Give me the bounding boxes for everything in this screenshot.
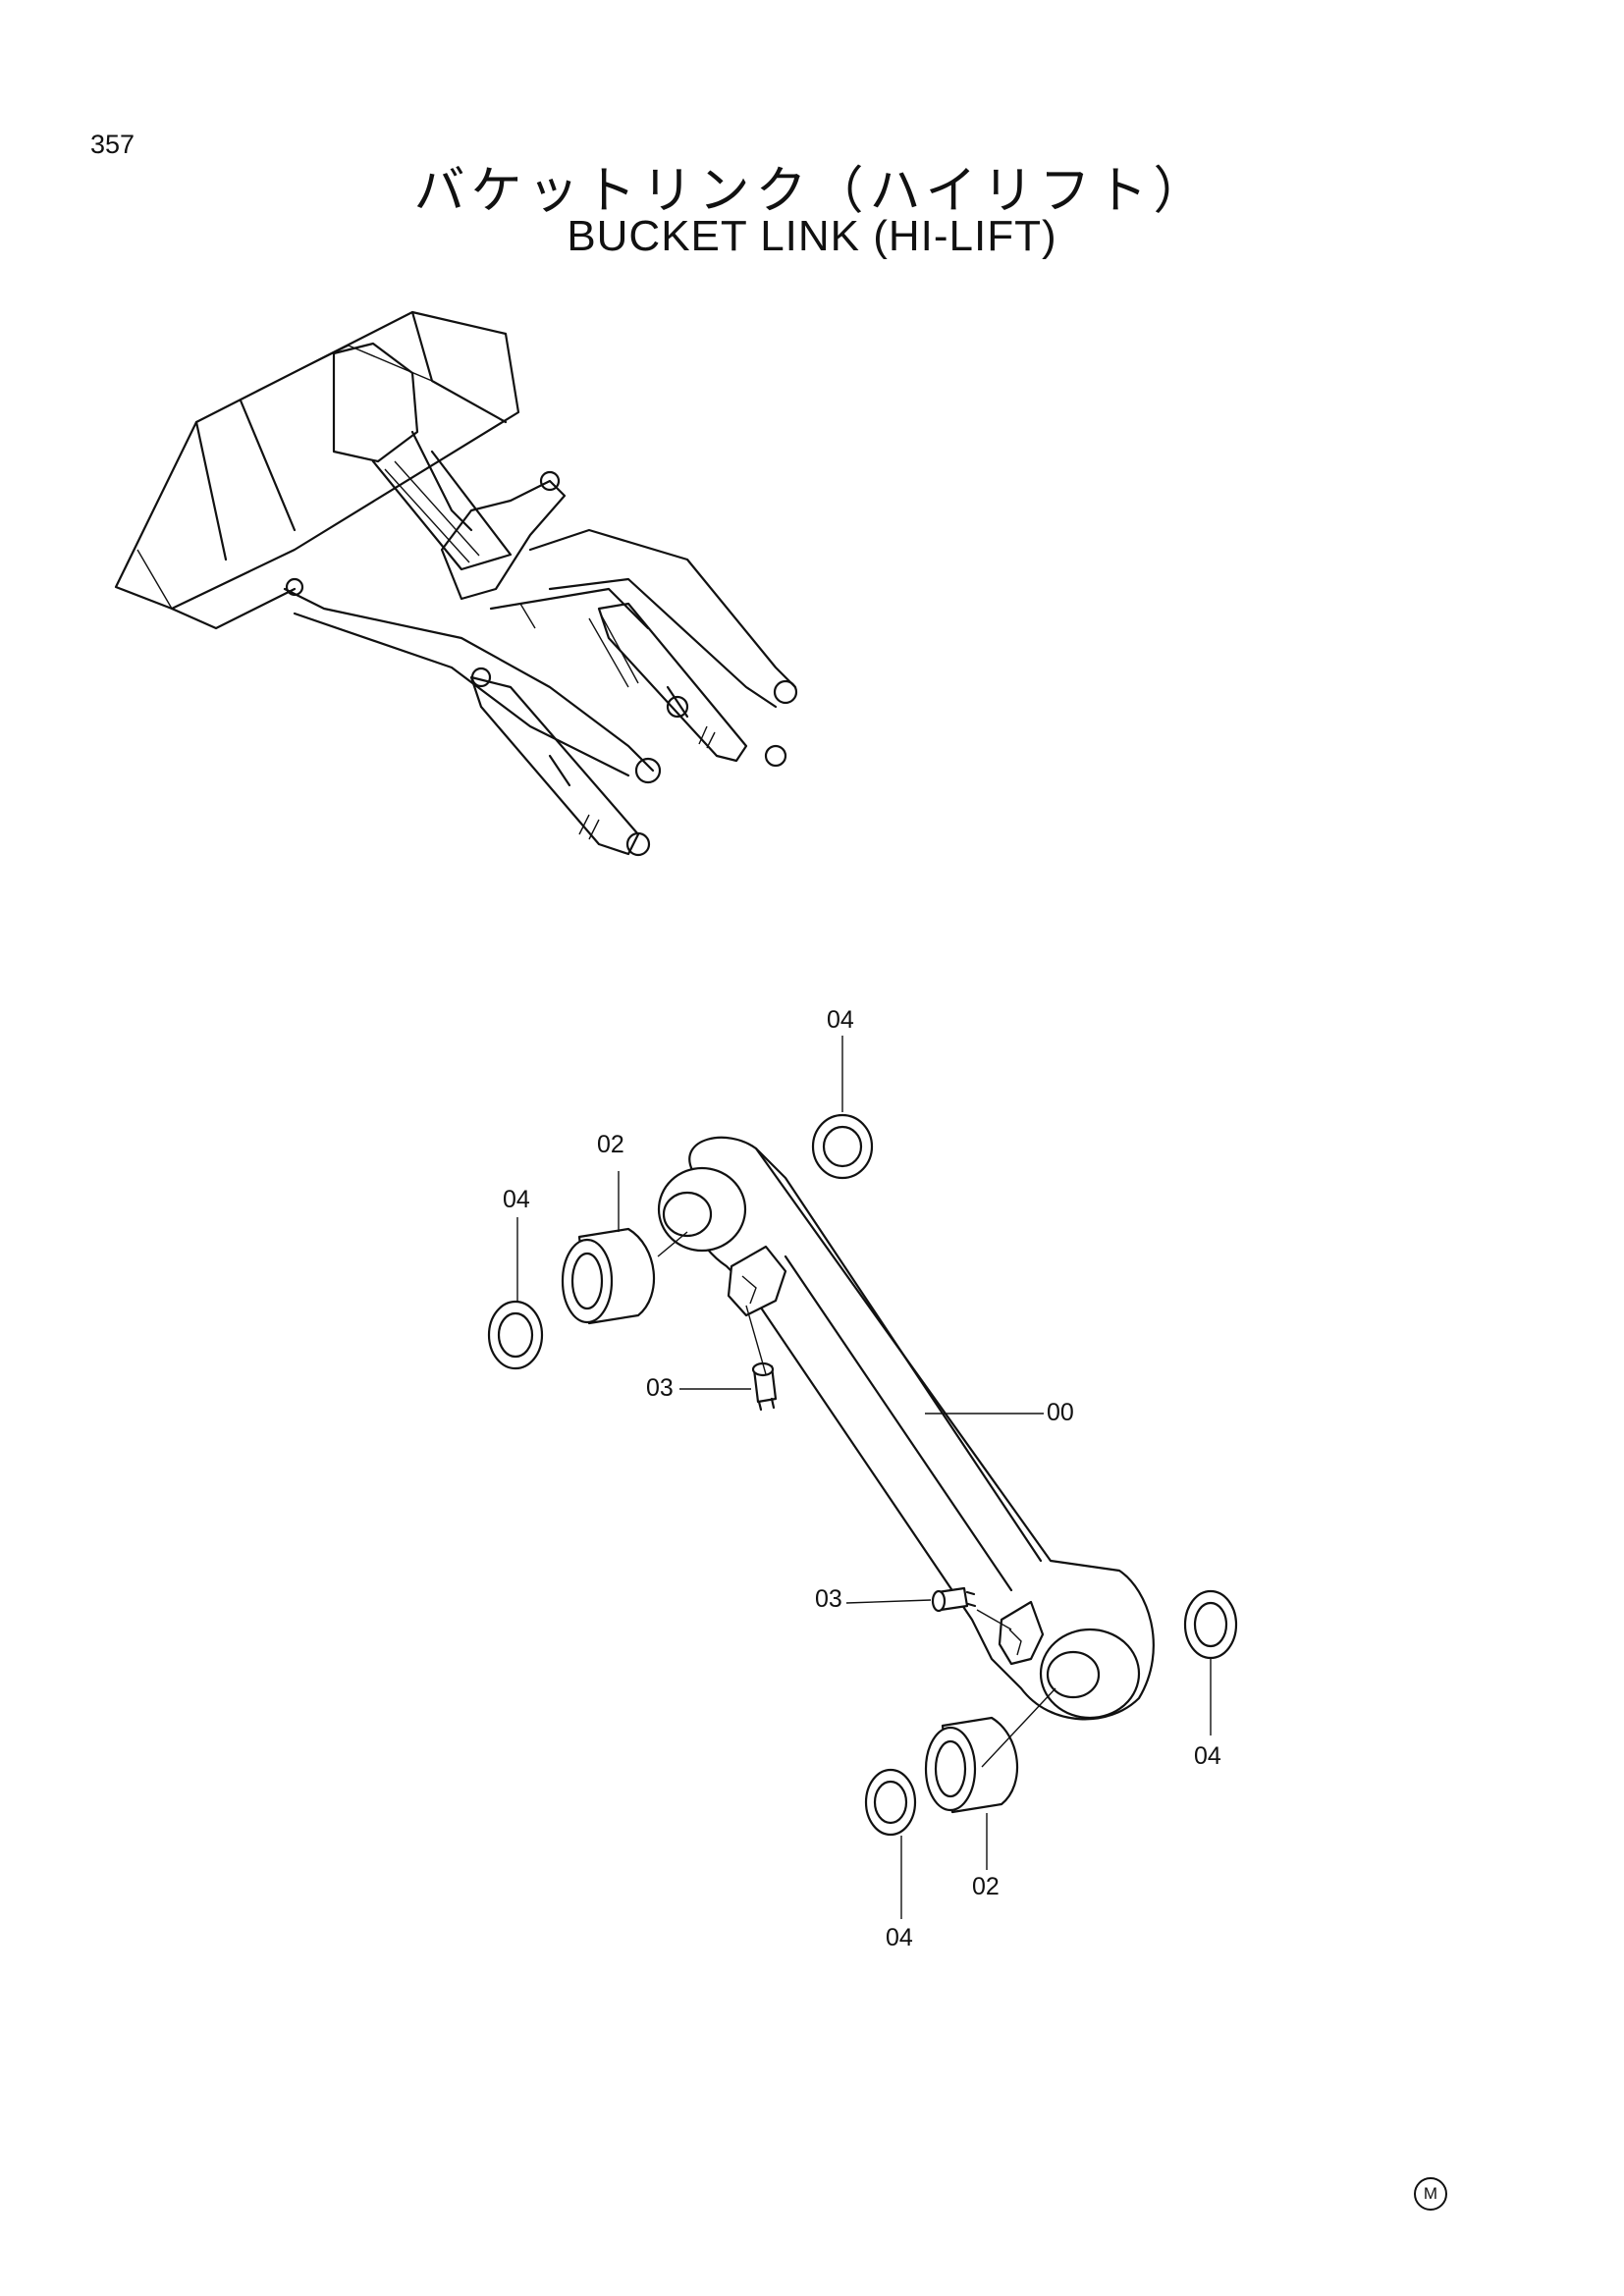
callout-04-left: 04: [503, 1186, 530, 1213]
loader-overview-illustration: [114, 310, 798, 857]
lower-bushing: [924, 1716, 1019, 1814]
page-number: 357: [90, 130, 135, 159]
right-seal: [1183, 1589, 1238, 1660]
page-title-japanese: バケットリンク（ハイリフト）: [413, 162, 1211, 221]
manufacturer-mark: M: [1414, 2177, 1447, 2211]
top-seal: [811, 1113, 874, 1180]
callout-04-bottom: 04: [886, 1924, 913, 1951]
callout-02-upper: 02: [597, 1131, 624, 1158]
callout-04-right: 04: [1194, 1742, 1221, 1770]
page-title-english: BUCKET LINK (HI-LIFT): [567, 212, 1057, 260]
callout-03-lower: 03: [815, 1585, 842, 1613]
callout-03-upper: 03: [646, 1374, 674, 1402]
callout-04-top: 04: [827, 1006, 854, 1034]
upper-bushing: [561, 1227, 656, 1325]
lower-left-seal: [864, 1768, 917, 1837]
callout-02-lower: 02: [972, 1873, 1000, 1900]
upper-left-seal: [487, 1300, 544, 1370]
bucket-link-exploded-view: [487, 1036, 1238, 1919]
lower-grease-fitting: [931, 1586, 977, 1613]
callout-00: 00: [1047, 1399, 1074, 1426]
